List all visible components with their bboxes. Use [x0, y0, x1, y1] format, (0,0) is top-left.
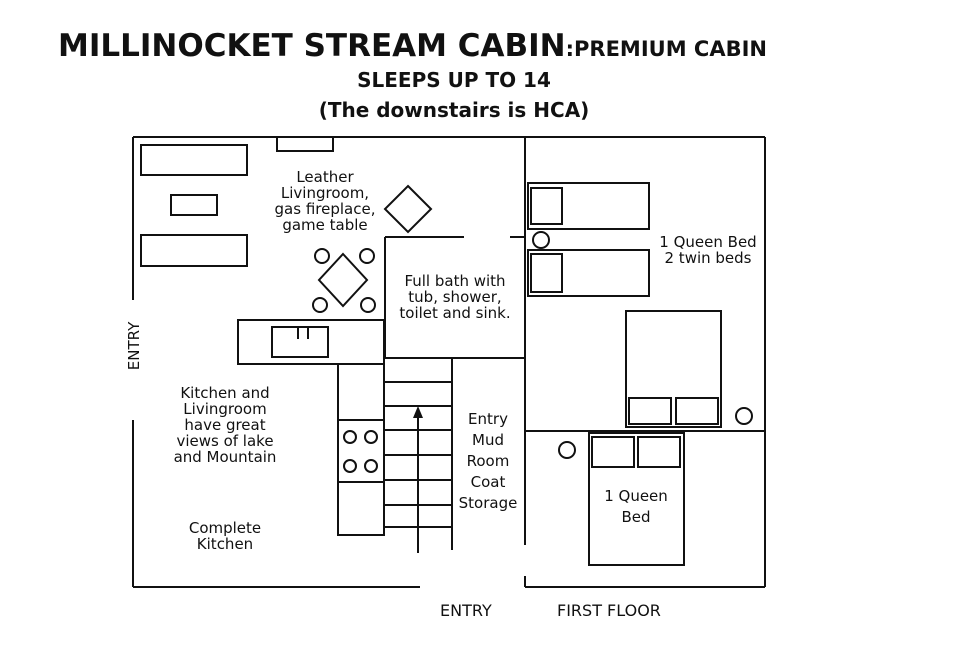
chair: [312, 297, 328, 313]
nightstand: [558, 441, 576, 459]
burner: [364, 430, 378, 444]
cabin-class: :PREMIUM CABIN: [565, 37, 767, 61]
twin-bed: [527, 249, 650, 297]
burner: [343, 459, 357, 473]
chair: [314, 248, 330, 264]
kitchen-label: Complete Kitchen: [188, 519, 262, 553]
floor-label: FIRST FLOOR: [557, 601, 661, 620]
burner: [343, 430, 357, 444]
fireplace: [383, 184, 433, 234]
burner: [364, 459, 378, 473]
bath-label: Full bath with tub, shower, toilet and s…: [399, 272, 511, 322]
queen-bed: [625, 310, 722, 428]
outer-walls: [132, 136, 766, 588]
chair: [359, 248, 375, 264]
coffee-table: [170, 194, 218, 216]
kitchen-sink: [271, 326, 329, 358]
bedroom-2-furniture: [558, 432, 685, 566]
nightstand: [735, 407, 753, 425]
stairs: [384, 381, 452, 553]
kitchen-island: [237, 319, 385, 365]
mudroom-label: Entry Mud Room Coat Storage: [458, 410, 518, 512]
nightstand: [532, 231, 550, 249]
chair: [360, 297, 376, 313]
counter: [337, 363, 385, 536]
bedroom-2-label: 1 Queen Bed: [604, 487, 668, 526]
game-table: [317, 252, 369, 308]
side-entry-label: ENTRY: [125, 321, 143, 371]
diagram-title: MILLINOCKET STREAM CABIN:PREMIUM CABIN: [58, 28, 767, 64]
living-room-furniture: [140, 136, 433, 313]
tv-stand: [276, 136, 334, 152]
bedroom-1-furniture: [527, 182, 753, 428]
queen-bed: [588, 432, 685, 566]
sleeps-line: SLEEPS UP TO 14: [357, 68, 551, 92]
cabin-name: MILLINOCKET STREAM CABIN: [58, 28, 566, 64]
twin-bed: [527, 182, 650, 230]
bottom-entry-label: ENTRY: [440, 601, 492, 620]
sofa-top: [140, 144, 248, 176]
interior-walls: [384, 137, 765, 550]
sofa-bottom: [140, 234, 248, 267]
views-label: Kitchen and Livingroom have great views …: [173, 384, 277, 466]
arrow-head: [413, 406, 423, 418]
hca-note: (The downstairs is HCA): [318, 98, 590, 122]
livingroom-label: Leather Livingroom, gas fireplace, game …: [274, 168, 376, 234]
bedroom-1-label: 1 Queen Bed 2 twin beds: [659, 233, 757, 267]
kitchen-fixtures: [237, 319, 385, 536]
